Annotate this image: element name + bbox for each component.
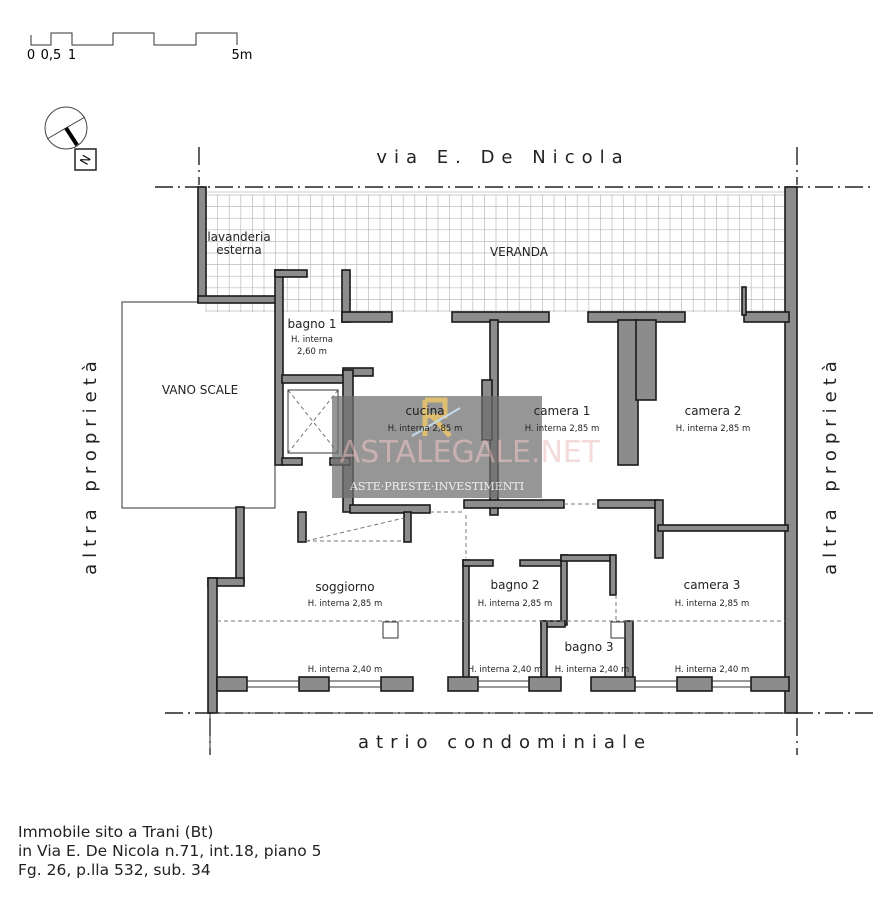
property-caption: Immobile sito a Trani (Bt) in Via E. De … xyxy=(18,823,322,880)
caption-line: in Via E. De Nicola n.71, int.18, piano … xyxy=(18,842,322,860)
room-name: cucina xyxy=(405,404,444,418)
scale-label: 5m xyxy=(232,48,253,63)
room-height: 2,60 m xyxy=(297,347,327,357)
room-height: H. interna 2,40 m xyxy=(675,665,750,675)
room-name: bagno 1 xyxy=(288,317,337,331)
watermark-box xyxy=(332,396,542,498)
room-name: bagno 3 xyxy=(565,640,614,654)
room-height: H. interna 2,85 m xyxy=(308,599,383,609)
compass-icon: N xyxy=(44,106,97,171)
watermark-logo-mark xyxy=(411,397,461,438)
side-left: altra proprietà xyxy=(80,355,101,575)
room-height: H. interna 2,85 m xyxy=(675,599,750,609)
scale-label: 0,5 xyxy=(41,48,62,63)
room-name: VERANDA xyxy=(490,245,549,259)
room-height: H. interna 2,40 m xyxy=(308,665,383,675)
watermark-logo: ASTALEGALE.NET ASTE·PRESTE·INVESTIMENTI xyxy=(332,396,601,498)
scale-label: 1 xyxy=(68,48,76,63)
watermark-brand: ASTALEGALE.NET xyxy=(340,435,601,470)
walls xyxy=(197,186,798,714)
room-name: camera 1 xyxy=(534,404,591,418)
caption-line: Immobile sito a Trani (Bt) xyxy=(18,823,214,841)
room-name: bagno 2 xyxy=(491,578,540,592)
windows-and-openings xyxy=(217,389,785,688)
side-right: altra proprietà xyxy=(820,355,841,575)
room-height: H. interna 2,40 m xyxy=(555,665,630,675)
room-height: H. interna 2,85 m xyxy=(388,424,463,434)
scale-bar: 0 0,5 1 5m xyxy=(27,32,253,63)
caption-line: Fg. 26, p.lla 532, sub. 34 xyxy=(18,861,211,879)
street-top: via E. De Nicola xyxy=(376,147,629,168)
room-name: lavanderia xyxy=(207,230,270,244)
room-name: soggiorno xyxy=(315,580,374,594)
room-height: H. interna 2,85 m xyxy=(676,424,751,434)
room-name: esterna xyxy=(216,243,261,257)
room-name: camera 2 xyxy=(685,404,742,418)
street-bottom: atrio condominiale xyxy=(358,732,652,753)
room-height: H. interna 2,85 m xyxy=(525,424,600,434)
room-height: H. interna 2,40 m xyxy=(468,665,543,675)
scale-label: 0 xyxy=(27,48,35,63)
room-height: H. interna 2,85 m xyxy=(478,599,553,609)
room-labels: lavanderia esterna VERANDA VANO SCALE ba… xyxy=(162,230,750,675)
room-name: VANO SCALE xyxy=(162,383,238,397)
watermark-tagline: ASTE·PRESTE·INVESTIMENTI xyxy=(349,480,524,493)
room-height: H. interna xyxy=(291,335,333,345)
street-labels: via E. De Nicola atrio condominiale altr… xyxy=(80,147,841,753)
room-name: camera 3 xyxy=(684,578,741,592)
stairwell-outline xyxy=(121,301,276,509)
